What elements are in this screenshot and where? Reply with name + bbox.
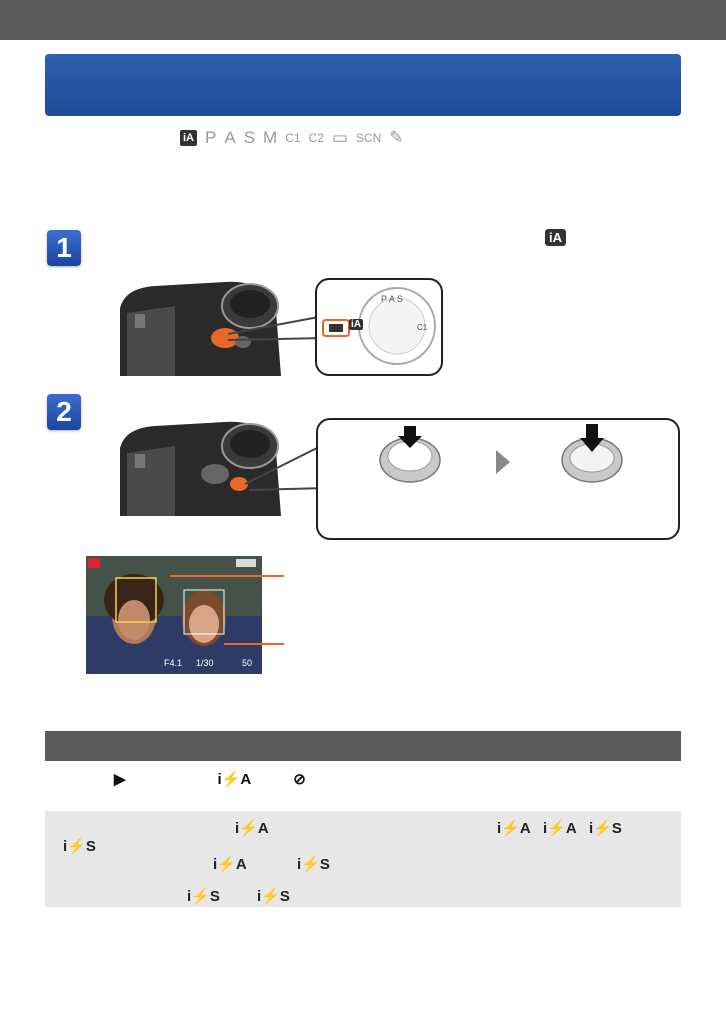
half-press-arrow-icon bbox=[398, 426, 422, 448]
flash-note-row: ▶ i⚡A ⊘ bbox=[60, 767, 306, 791]
step-2-badge: 2 bbox=[47, 394, 81, 430]
creative-control-icon: ✎ bbox=[389, 128, 404, 147]
face-detect-frame-yellow bbox=[115, 577, 157, 623]
flash-auto-redeye-icon: i⚡A bbox=[543, 820, 577, 837]
mode-dial-callout: P A S C1 iA bbox=[315, 278, 443, 376]
flash-auto-icon: i⚡A bbox=[497, 820, 531, 837]
mode-c2-icon: C2 bbox=[308, 131, 324, 145]
scene-mode-icon: SCN bbox=[355, 131, 382, 145]
flash-slow-redeye-icon: i⚡S bbox=[187, 888, 220, 905]
flash-auto-icon: i⚡A bbox=[235, 820, 269, 837]
full-press-arrow-icon bbox=[580, 424, 604, 452]
flash-slow-sync-icon: i⚡S bbox=[63, 838, 96, 855]
flash-slow-sync-icon: i⚡S bbox=[257, 888, 290, 905]
flash-modes-info-box: i⚡A i⚡A i⚡A i⚡S i⚡S i⚡A i⚡S i⚡S i⚡S bbox=[45, 811, 681, 907]
remaining-shots: 50 bbox=[242, 658, 253, 668]
shutter-speed-value: 1/30 bbox=[196, 658, 214, 668]
intelligent-auto-icon: iA bbox=[180, 130, 197, 146]
step-1-badge: 1 bbox=[47, 230, 81, 266]
aperture-value: F4.1 bbox=[164, 658, 183, 668]
camera-shutter-illustration bbox=[115, 408, 285, 518]
dial-ia-icon: iA bbox=[349, 319, 363, 330]
panorama-icon: ▭ bbox=[331, 128, 348, 147]
play-arrow-icon: ▶ bbox=[114, 771, 126, 788]
flash-slow-redeye-icon: i⚡S bbox=[297, 856, 330, 873]
scene-icon bbox=[88, 558, 100, 568]
mode-dial-icon: P A S C1 bbox=[322, 287, 436, 365]
camera-top-illustration bbox=[115, 268, 285, 378]
mode-a-icon: A bbox=[224, 128, 236, 147]
flash-auto-icon: i⚡A bbox=[217, 771, 252, 788]
section-header-bar bbox=[45, 731, 681, 761]
mode-icons-row: iA P A S M C1 C2 ▭ SCN ✎ bbox=[180, 127, 404, 149]
mode-p-icon: P bbox=[205, 128, 217, 147]
title-banner bbox=[45, 54, 681, 116]
face-detect-frame-white bbox=[183, 589, 225, 635]
battery-icon bbox=[236, 559, 256, 567]
top-header-bar bbox=[0, 0, 726, 40]
flash-slow-redeye-icon: i⚡S bbox=[589, 820, 622, 837]
callout-pointer-line-2 bbox=[245, 443, 328, 491]
mode-c1-icon: C1 bbox=[285, 131, 301, 145]
shutter-press-diagram bbox=[379, 424, 623, 483]
flash-auto-redeye-icon: i⚡A bbox=[213, 856, 247, 873]
right-arrow-icon bbox=[496, 450, 510, 474]
intelligent-auto-icon: iA bbox=[545, 229, 566, 246]
svg-text:C1: C1 bbox=[417, 323, 428, 332]
shutter-press-callout bbox=[316, 418, 680, 540]
shutter-button-highlight bbox=[230, 477, 248, 491]
mode-m-icon: M bbox=[263, 128, 278, 147]
svg-text:P A S: P A S bbox=[381, 294, 403, 304]
flash-off-icon: ⊘ bbox=[293, 771, 306, 788]
photo-callout-lines bbox=[170, 575, 284, 645]
callout-pointer-line bbox=[228, 315, 325, 341]
mode-s-icon: S bbox=[243, 128, 256, 147]
